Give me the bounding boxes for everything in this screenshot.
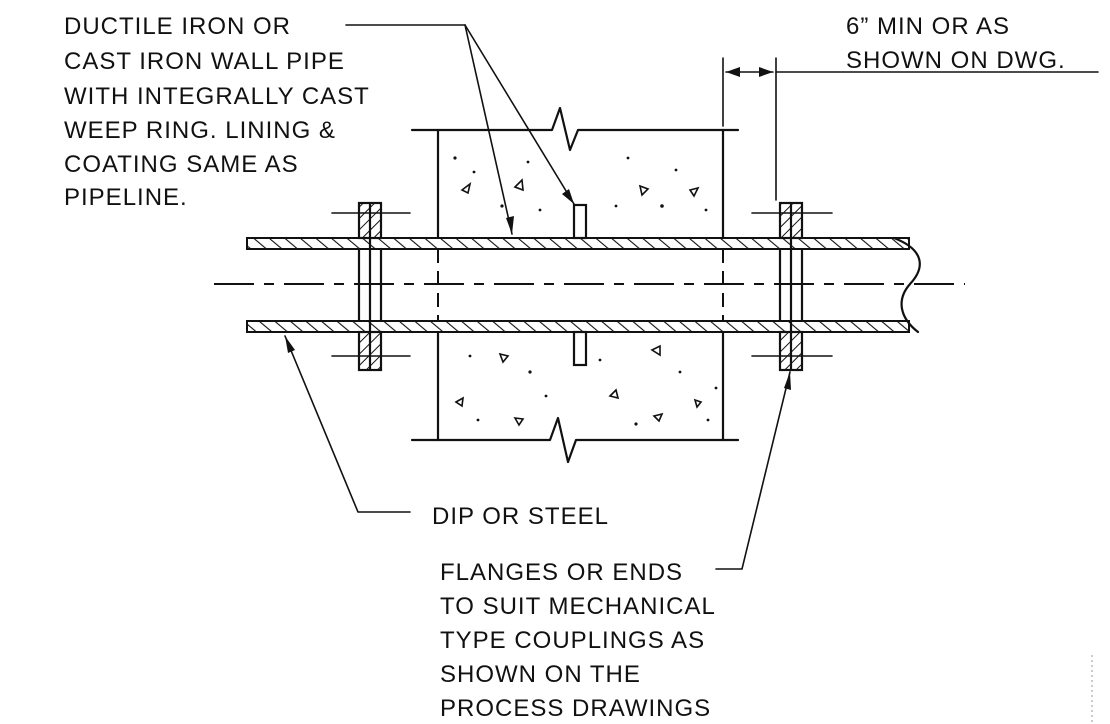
left-flange <box>331 201 411 372</box>
weep-ring <box>572 203 588 367</box>
wall-pipe-note-line-6: PIPELINE. <box>64 184 188 211</box>
pipe-break-end <box>892 236 921 334</box>
flange-note: FLANGES OR ENDS TO SUIT MECHANICAL TYPE … <box>440 559 716 722</box>
concrete-aggregate <box>453 156 718 427</box>
pipe-top-wall <box>246 237 910 250</box>
wall-pipe-note-line-5: COATING SAME AS <box>64 151 299 178</box>
wall-pipe-note-line-4: WEEP RING. LINING & <box>64 117 336 144</box>
wall-pipe-note-line-1: DUCTILE IRON OR <box>64 13 291 40</box>
min-note: 6” MIN OR AS SHOWN ON DWG. <box>846 13 1066 74</box>
pipe-note: DIP OR STEEL <box>432 503 609 530</box>
flange-note-line-3: TYPE COUPLINGS AS <box>440 627 705 654</box>
flange-note-line-4: SHOWN ON THE <box>440 661 641 688</box>
min-note-line-2: SHOWN ON DWG. <box>846 47 1066 74</box>
wall-pipe-note-line-2: CAST IRON WALL PIPE <box>64 48 345 75</box>
flange-note-line-5: PROCESS DRAWINGS <box>440 695 711 722</box>
wall-pipe-note-line-3: WITH INTEGRALLY CAST <box>64 83 370 110</box>
min-dimension <box>722 57 1099 201</box>
right-flange <box>751 201 833 372</box>
flange-note-line-2: TO SUIT MECHANICAL <box>440 593 716 620</box>
leader-lines <box>284 24 791 570</box>
flange-note-line-1: FLANGES OR ENDS <box>440 559 683 586</box>
wall-break-bottom <box>410 416 740 464</box>
wall-pipe-note: DUCTILE IRON OR CAST IRON WALL PIPE WITH… <box>64 13 370 211</box>
pipe-bottom-wall <box>246 320 910 333</box>
min-note-line-1: 6” MIN OR AS <box>846 13 1010 40</box>
